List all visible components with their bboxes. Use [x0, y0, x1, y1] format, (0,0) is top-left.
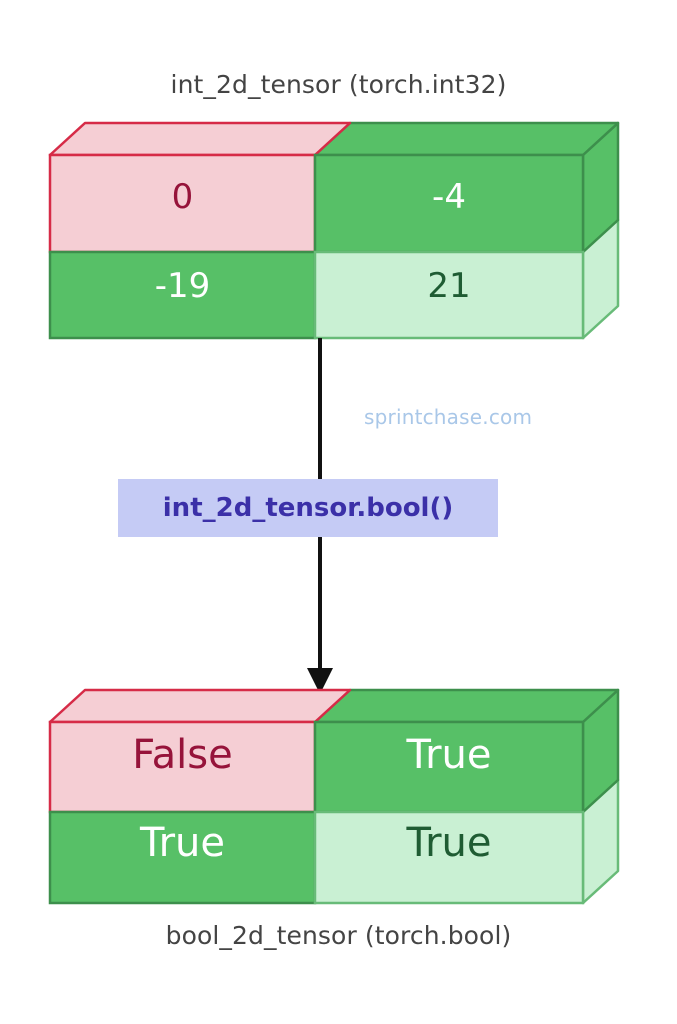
watermark-label: sprintchase.com	[364, 405, 533, 429]
int-tensor-cell-1-0	[48, 250, 317, 340]
operation-label-box[interactable]: int_2d_tensor.bool()	[118, 479, 498, 537]
int-tensor-cell-1-1	[313, 250, 585, 340]
bool-tensor-cell-0-1	[313, 720, 585, 814]
bool-tensor-caption: bool_2d_tensor (torch.bool)	[165, 921, 512, 950]
bool-tensor-top-face-right	[313, 688, 620, 724]
int-tensor-cell-0-0	[48, 153, 317, 254]
bool-tensor-cell-0-0	[48, 720, 317, 814]
bool-tensor-cell-1-0	[48, 810, 317, 905]
int-tensor-cell-0-1	[313, 153, 585, 254]
int-tensor-caption: int_2d_tensor (torch.int32)	[170, 70, 507, 99]
bool-tensor-cell-1-1	[313, 810, 585, 905]
operation-label-text: int_2d_tensor.bool()	[162, 493, 454, 523]
bool-tensor-top-face-left	[48, 688, 352, 724]
